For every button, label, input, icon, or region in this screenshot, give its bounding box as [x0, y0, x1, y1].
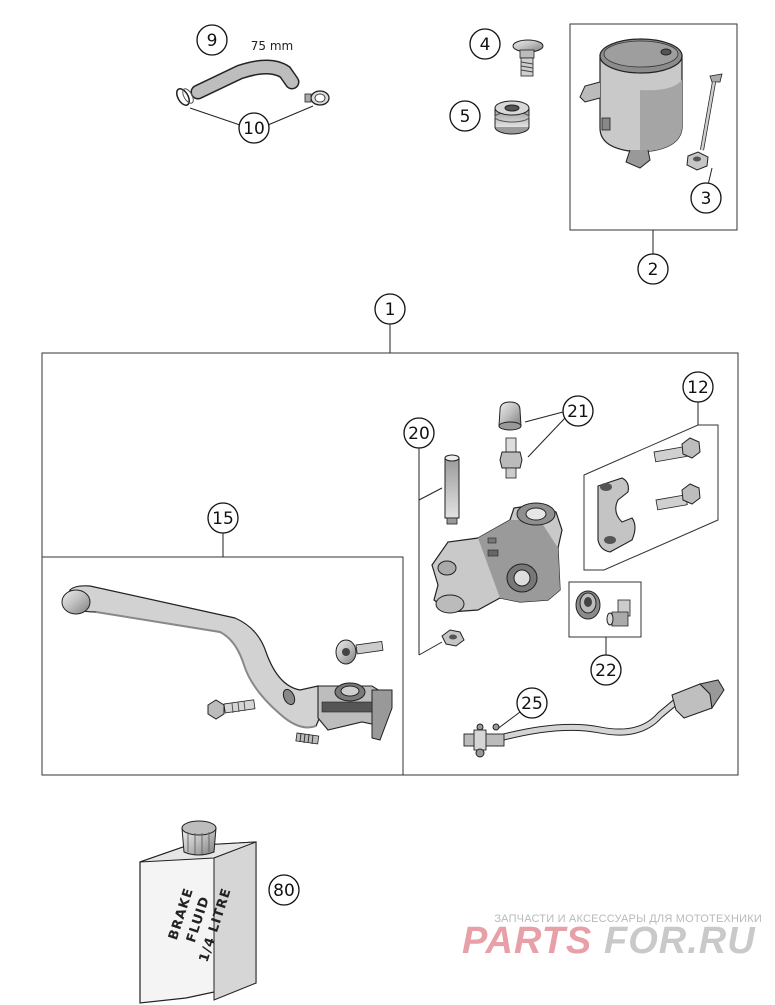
leader-20-nut — [418, 641, 443, 656]
leader-21-valve — [527, 417, 566, 458]
leader-20-pin — [418, 487, 443, 501]
master-cylinder-body — [431, 502, 563, 614]
callout-9: 9 — [207, 31, 218, 51]
callout-2: 2 — [648, 260, 659, 280]
clamp-box — [583, 424, 719, 571]
hose-clamp-right — [304, 90, 330, 106]
watermark-brand-part1: PARTS — [462, 920, 592, 962]
callout-25-circle — [516, 687, 548, 719]
brake-light-switch — [463, 723, 505, 758]
fitting-elbow — [606, 599, 631, 627]
fitting-box — [568, 581, 642, 638]
hose-group: 9 75 mm 10 — [176, 24, 330, 144]
leader-10-right — [267, 105, 314, 126]
callout-5: 5 — [460, 107, 471, 127]
callout-22: 22 — [595, 661, 617, 681]
callout-25: 25 — [521, 694, 543, 714]
callout-10: 10 — [243, 119, 265, 139]
callout-9-circle — [196, 24, 228, 56]
callout-80-circle — [268, 874, 300, 906]
callout-3: 3 — [701, 189, 712, 209]
watermark-brand-part2: FOR.RU — [604, 920, 756, 962]
callout-4: 4 — [480, 35, 491, 55]
reservoir-nut — [686, 151, 709, 171]
bleeder-valve — [499, 437, 523, 479]
pushrod-nut — [441, 629, 465, 647]
callout-22-circle — [590, 654, 622, 686]
handlebar-clamp — [597, 477, 636, 553]
breather-hose — [192, 61, 298, 98]
bleeder-cap — [498, 401, 522, 431]
callout-20: 20 — [408, 424, 430, 444]
brake-light-switch-cable — [496, 679, 725, 742]
watermark: ЗАПЧАСТИ И АКСЕССУАРЫ ДЛЯ МОТОТЕХНИКИ PA… — [462, 913, 762, 962]
reservoir — [579, 38, 683, 169]
lever-pivot-bolt — [207, 699, 256, 720]
hose-length-label: 75 mm — [251, 39, 293, 53]
callout-10-circle — [238, 112, 270, 144]
screw-grommet-group: 4 5 — [449, 28, 544, 135]
callout-5-circle — [449, 100, 481, 132]
screw-4 — [512, 39, 544, 77]
leader-25 — [495, 711, 521, 731]
clamp-bolt-top — [653, 437, 701, 463]
hand-lever-15 — [61, 585, 393, 741]
callout-2-circle — [637, 253, 669, 285]
hose-clamp-left — [176, 88, 194, 106]
brake-fluid-can: BRAKE FLUID 1/4 LITRE — [139, 820, 257, 1004]
pushrod-pin — [444, 454, 460, 525]
clamp-bolt-bottom — [655, 483, 701, 511]
callout-1: 1 — [385, 300, 396, 320]
callout-3-circle — [690, 182, 722, 214]
callout-21-circle — [562, 395, 594, 427]
reservoir-group: 3 2 — [569, 23, 738, 285]
callout-80: 80 — [273, 881, 295, 901]
lever-spring — [295, 732, 320, 745]
watermark-tagline: ЗАПЧАСТИ И АКСЕССУАРЫ ДЛЯ МОТОТЕХНИКИ — [494, 913, 762, 925]
callout-12: 12 — [687, 378, 709, 398]
callout-4-circle — [469, 28, 501, 60]
leader-3 — [707, 167, 713, 186]
fitting-seal — [575, 590, 601, 620]
callout-21: 21 — [567, 402, 589, 422]
leader-10-left — [189, 107, 241, 126]
lever-adjuster-pin — [335, 639, 384, 665]
callout-15: 15 — [212, 509, 234, 529]
leader-21-cap — [524, 411, 564, 423]
grommet-5 — [494, 100, 530, 135]
reservoir-bolt — [700, 73, 723, 151]
